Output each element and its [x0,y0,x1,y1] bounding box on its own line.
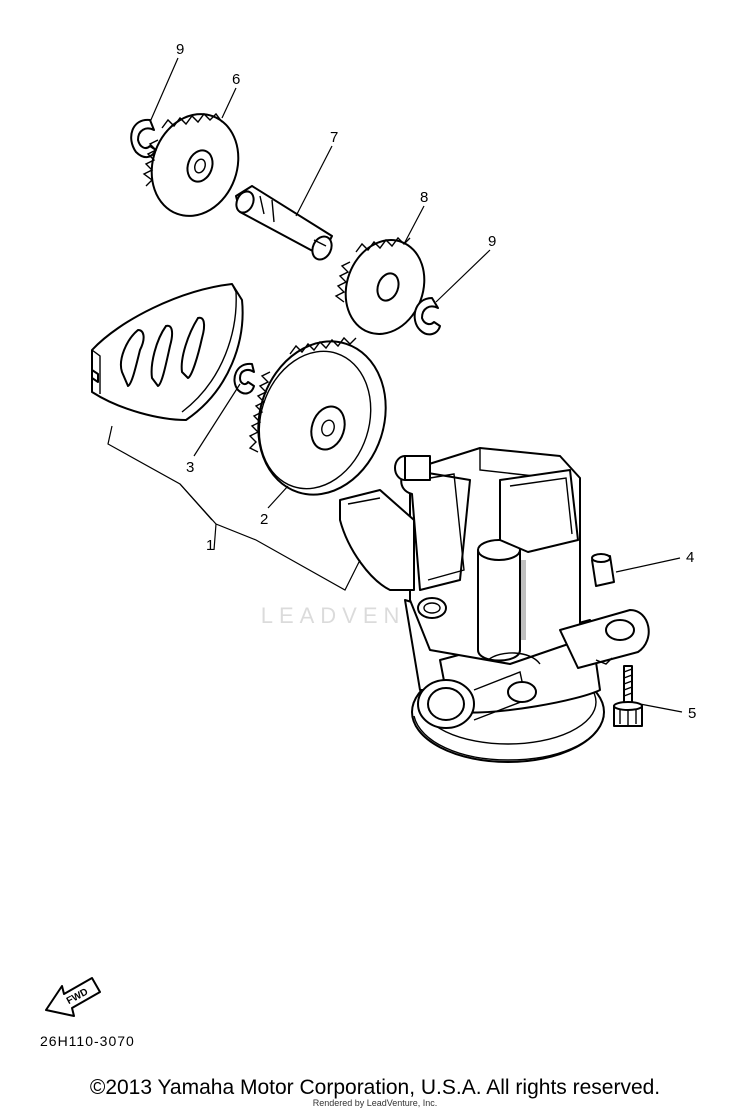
circlip-upper-left [130,118,157,158]
callout-2: 2 [260,511,268,528]
circlip-middle [233,362,255,395]
dowel-pin [591,553,615,587]
callout-9-right: 9 [488,233,496,250]
circlip-right [413,297,441,336]
render-credit: Rendered by LeadVenture, Inc. [312,1098,438,1108]
callout-9-upper: 9 [176,41,184,58]
copyright-notice: ©2013 Yamaha Motor Corporation, U.S.A. A… [89,1076,661,1099]
callout-7: 7 [330,129,338,146]
callout-1: 1 [206,537,214,554]
leader-lines [107,57,683,713]
shaft [235,185,333,261]
gear-medium [334,236,426,335]
gear-large [248,336,387,496]
callout-6: 6 [232,71,240,88]
gear-cover [91,283,244,421]
callout-3: 3 [186,459,194,476]
bolt [613,665,643,727]
forward-arrow-icon: FWD [45,977,101,1017]
gear-small-upper [142,112,240,217]
callout-8: 8 [420,189,428,206]
callout-4: 4 [686,549,694,566]
oil-pump-body [339,447,650,763]
diagram-code: 26H110-3070 [40,1033,135,1049]
callout-5: 5 [688,705,696,722]
